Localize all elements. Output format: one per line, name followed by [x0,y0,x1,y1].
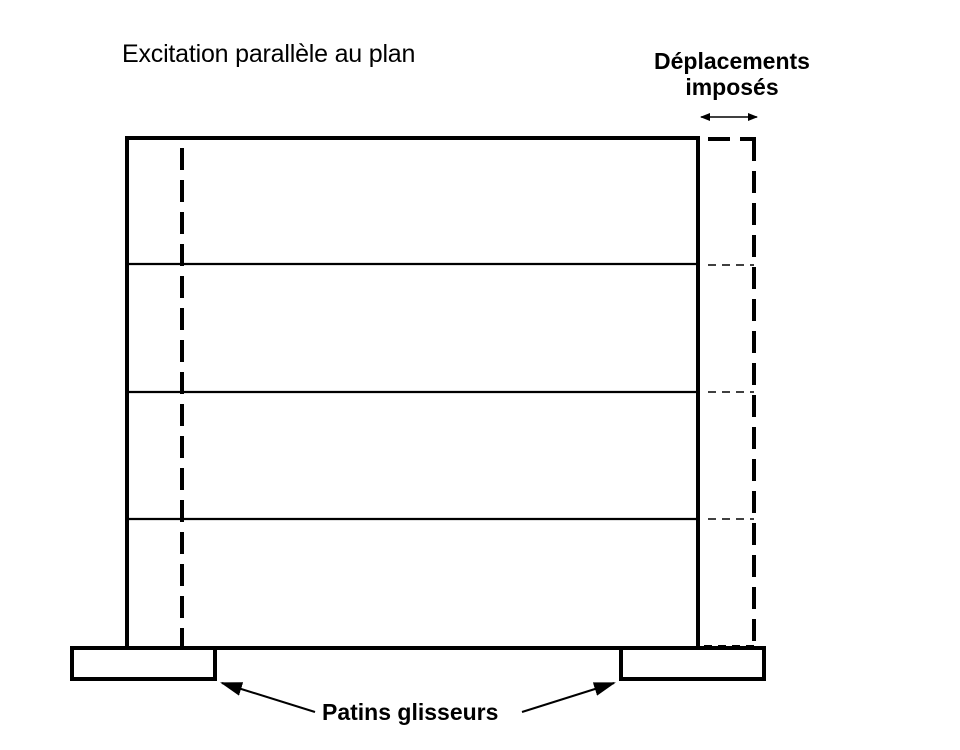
sliding-pads-label: Patins glisseurs [322,699,499,725]
pointer-arrow-right [521,682,616,713]
imposed-displacement-label-line1: Déplacements [654,48,810,74]
sliding-pad-left [70,646,217,681]
pointer-arrow-left [220,682,316,713]
imposed-displacement-label-line2: imposés [685,74,779,100]
sliding-pad-right [619,646,766,681]
diagram-title: Excitation parallèle au plan [122,40,416,68]
